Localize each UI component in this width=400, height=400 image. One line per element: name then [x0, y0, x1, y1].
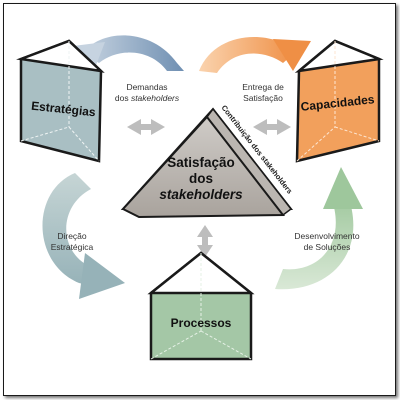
demands-label-line1: Demandas — [126, 82, 167, 92]
direction-label-line1: Direção — [57, 231, 87, 241]
center-title-line2: dos — [189, 171, 213, 186]
delivery-label-line1: Entrega de — [242, 82, 284, 92]
prism-strategies: Estratégias — [16, 39, 105, 163]
diagram-frame: Estratégias Capacidades Processos Satisf… — [3, 3, 396, 396]
delivery-curved-arrow — [199, 37, 297, 73]
double-arrow-left — [127, 119, 165, 135]
direction-curved-arrow — [42, 173, 97, 287]
delivery-label-line2: Satisfação — [243, 93, 283, 103]
processes-label: Processos — [171, 316, 232, 330]
prism-capabilities: Capacidades — [294, 39, 384, 163]
demands-arrow-head — [73, 42, 105, 73]
center-title-line3: stakeholders — [159, 187, 243, 202]
development-label-line2: de Soluções — [304, 242, 351, 252]
performance-prism-diagram: Estratégias Capacidades Processos Satisf… — [16, 35, 384, 361]
development-arrow-head — [323, 167, 363, 209]
demands-label-line2: dos stakeholders — [115, 93, 180, 103]
direction-arrow-head — [79, 253, 125, 299]
development-curved-arrow — [275, 193, 354, 290]
center-triangle: Satisfação dos stakeholders Contribuição… — [120, 103, 294, 219]
prism-processes: Processos — [147, 251, 255, 361]
development-label-line1: Desenvolvimento — [294, 231, 359, 241]
direction-label-line2: Estratégica — [51, 242, 94, 252]
double-arrow-bottom — [197, 225, 213, 257]
demands-curved-arrow — [83, 35, 184, 71]
double-arrow-right — [253, 119, 291, 135]
strategies-label: Estratégias — [31, 99, 97, 120]
delivery-arrow-head — [273, 39, 311, 71]
center-title-line1: Satisfação — [167, 155, 235, 170]
